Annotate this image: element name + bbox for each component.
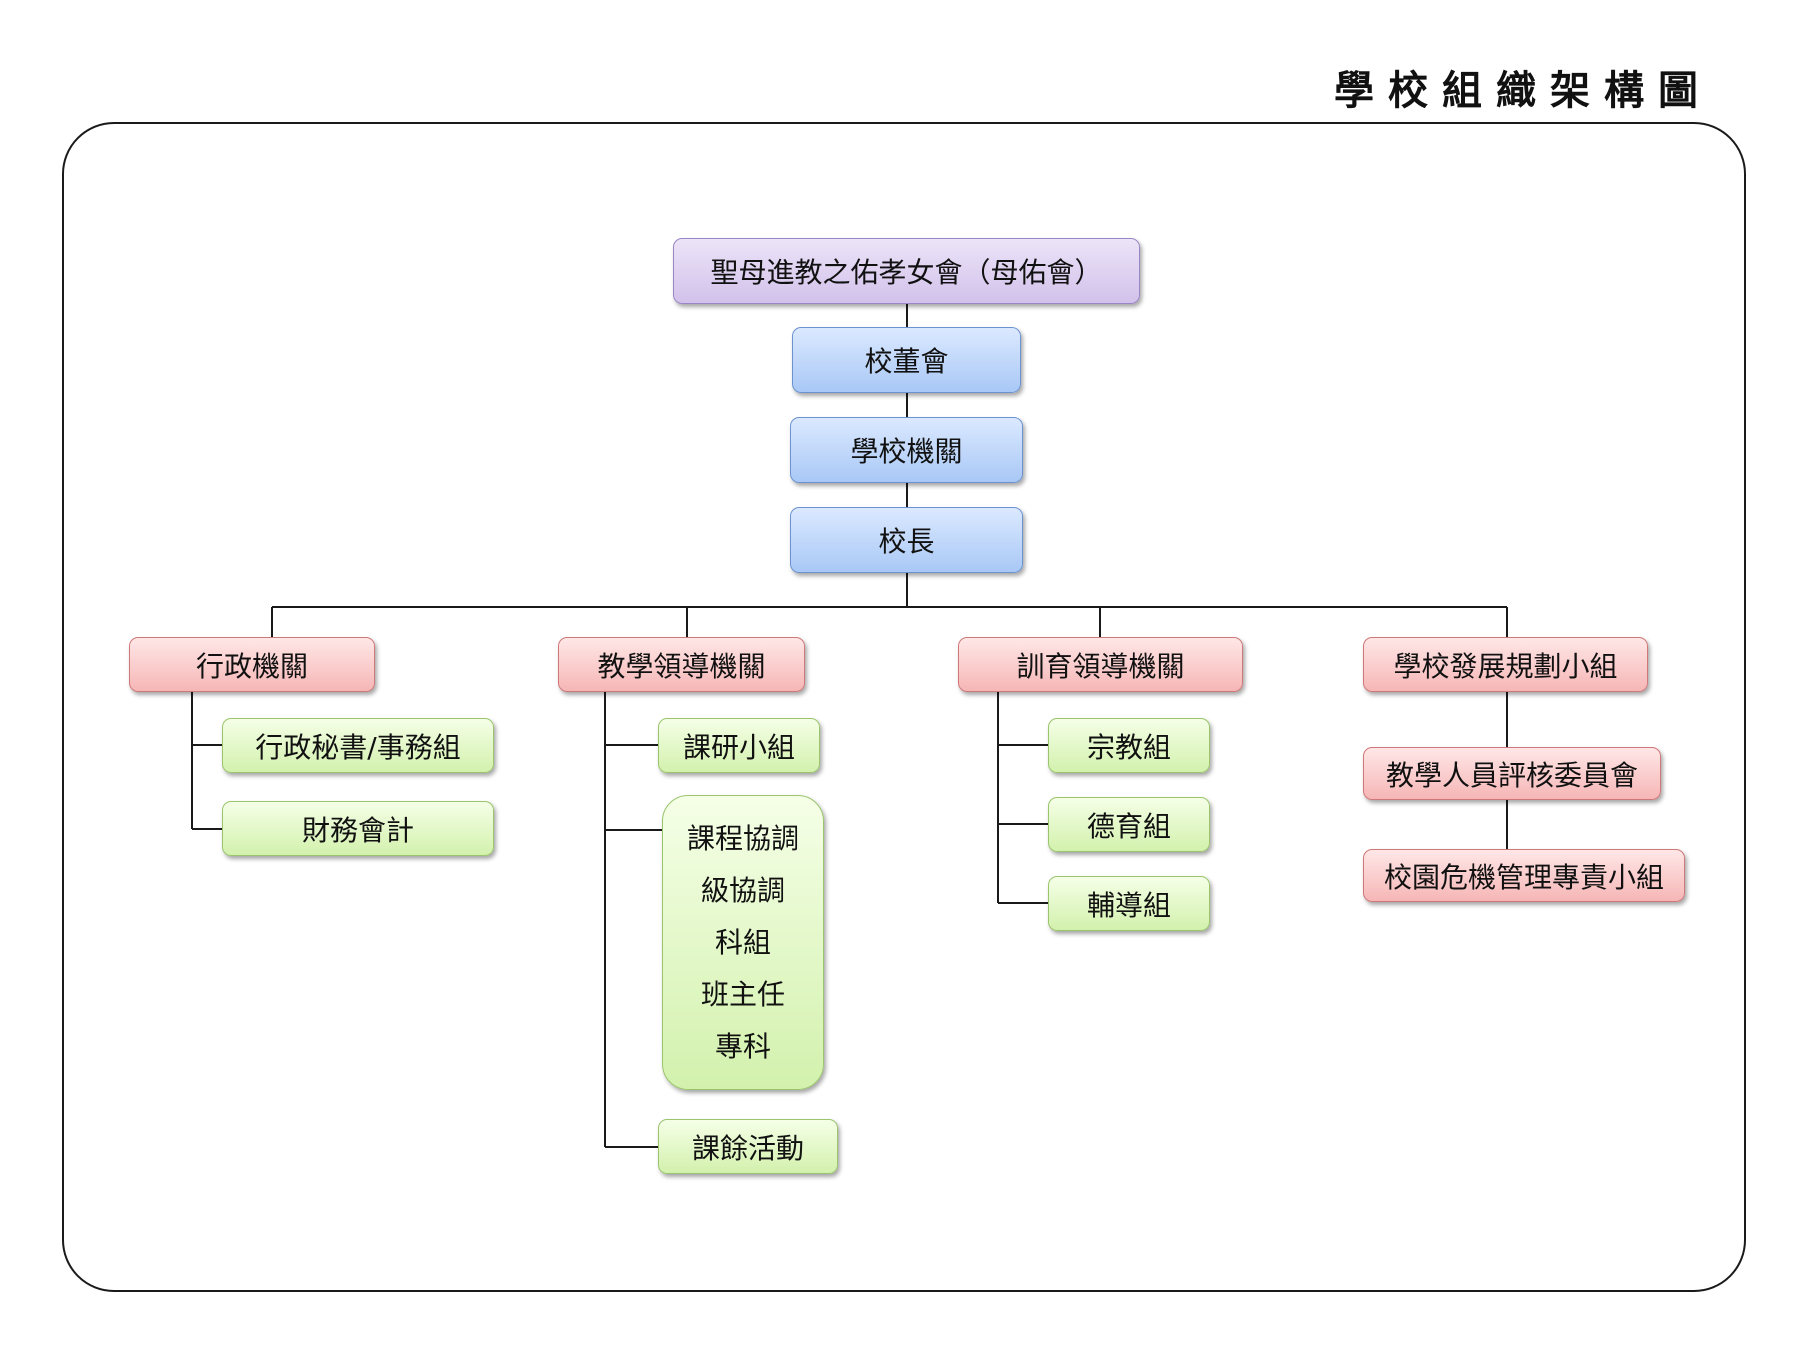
node-discipline-leadership: 訓育領導機關 [958, 637, 1243, 692]
node-religion: 宗教組 [1048, 718, 1210, 773]
node-admin-secretary: 行政秘書/事務組 [222, 718, 494, 773]
node-school-body: 學校機關 [790, 417, 1023, 483]
node-school-development: 學校發展規劃小組 [1363, 637, 1648, 692]
node-school-board: 校董會 [792, 327, 1021, 393]
node-teaching-leadership: 教學領導機關 [558, 637, 805, 692]
node-principal: 校長 [790, 507, 1023, 573]
node-appraisal-committee: 教學人員評核委員會 [1363, 747, 1661, 800]
coordination-item: 科組 [714, 925, 771, 959]
diagram-frame [62, 122, 1746, 1292]
coordination-item: 級協調 [700, 873, 785, 907]
node-extracurricular: 課餘活動 [658, 1119, 838, 1174]
coordination-item: 課程協調 [686, 821, 799, 855]
node-sponsoring-body: 聖母進教之佑孝女會（母佑會） [673, 238, 1140, 304]
page-title: 學校組織架構圖 [1334, 68, 1712, 114]
node-finance: 財務會計 [222, 801, 494, 856]
coordination-item: 專科 [714, 1029, 771, 1063]
node-administration: 行政機關 [129, 637, 375, 692]
node-crisis-management: 校園危機管理專責小組 [1363, 849, 1685, 902]
node-curriculum-research: 課研小組 [658, 718, 820, 773]
node-coordination-group: 課程協調 級協調 科組 班主任 專科 [662, 795, 824, 1090]
node-counselling: 輔導組 [1048, 876, 1210, 931]
coordination-item: 班主任 [700, 977, 785, 1011]
node-moral-education: 德育組 [1048, 797, 1210, 852]
